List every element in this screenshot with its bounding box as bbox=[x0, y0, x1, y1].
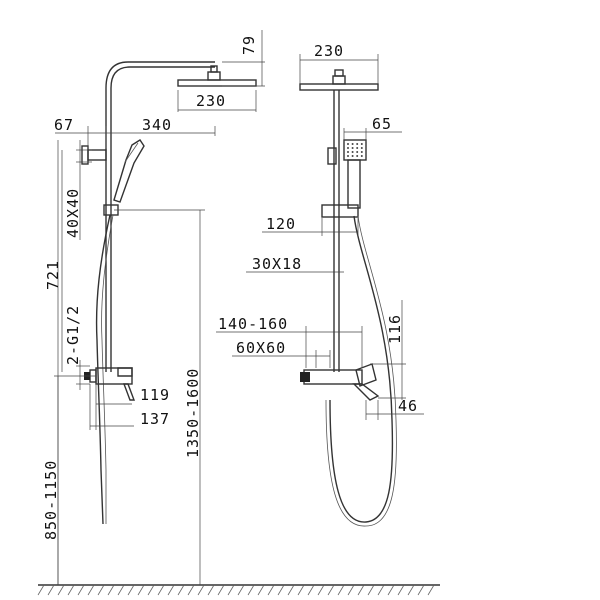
side-dim-wall-offset: 67 bbox=[54, 116, 74, 134]
side-hand-shower bbox=[113, 139, 145, 203]
hand-shower-nozzles bbox=[347, 143, 363, 157]
front-dim-tube-section: 30X18 bbox=[252, 255, 302, 273]
front-hose bbox=[329, 215, 394, 523]
front-dim-valve-height: 116 bbox=[386, 314, 404, 344]
side-hose bbox=[95, 214, 111, 525]
front-head-connector bbox=[332, 75, 346, 85]
side-shower-arm-outer bbox=[105, 61, 215, 89]
front-dim-head-width: 230 bbox=[314, 42, 344, 60]
front-head-joint bbox=[334, 69, 344, 77]
side-head-connector bbox=[207, 71, 221, 81]
floor bbox=[37, 584, 440, 596]
side-shower-head bbox=[177, 79, 257, 87]
side-dim-head-height: 79 bbox=[240, 35, 258, 55]
side-shower-arm-inner bbox=[110, 66, 215, 89]
side-wall-plate bbox=[81, 145, 89, 165]
side-dim-inlet-thread: 2-G1/2 bbox=[64, 305, 82, 365]
side-dimensions bbox=[54, 30, 265, 585]
front-slider bbox=[321, 204, 359, 218]
side-dim-valve-depth-a: 119 bbox=[140, 386, 170, 404]
front-mixer-body bbox=[303, 369, 363, 385]
front-view bbox=[299, 69, 397, 527]
side-mixer-handle bbox=[117, 367, 133, 377]
front-dim-inlet-centers: 140-160 bbox=[218, 315, 288, 333]
side-dim-head-width: 230 bbox=[196, 92, 226, 110]
front-hand-shower-head bbox=[343, 139, 367, 161]
front-wall-bracket bbox=[327, 147, 337, 165]
front-dim-spout-width: 46 bbox=[398, 397, 418, 415]
side-wall-bracket bbox=[87, 149, 107, 161]
side-dim-arm-reach: 340 bbox=[142, 116, 172, 134]
front-dim-slider-width: 120 bbox=[266, 215, 296, 233]
side-head-joint bbox=[210, 65, 218, 73]
side-dim-total-height: 1350-1600 bbox=[184, 368, 202, 458]
side-dim-bracket-size: 40X40 bbox=[64, 188, 82, 238]
front-inlet-left bbox=[300, 372, 310, 382]
floor-hatching bbox=[37, 584, 435, 596]
front-dimensions bbox=[216, 54, 424, 420]
front-shower-head bbox=[299, 83, 379, 91]
side-dim-valve-depth-b: 137 bbox=[140, 410, 170, 428]
front-mixer-handle bbox=[355, 363, 377, 387]
side-spout bbox=[122, 383, 136, 401]
side-dim-column-length: 721 bbox=[44, 260, 62, 290]
side-dim-valve-height: 850-1150 bbox=[42, 460, 60, 540]
front-spout bbox=[352, 383, 380, 401]
front-dim-body-section: 60X60 bbox=[236, 339, 286, 357]
front-hand-shower-handle bbox=[347, 159, 361, 209]
front-dim-handset-width: 65 bbox=[372, 115, 392, 133]
